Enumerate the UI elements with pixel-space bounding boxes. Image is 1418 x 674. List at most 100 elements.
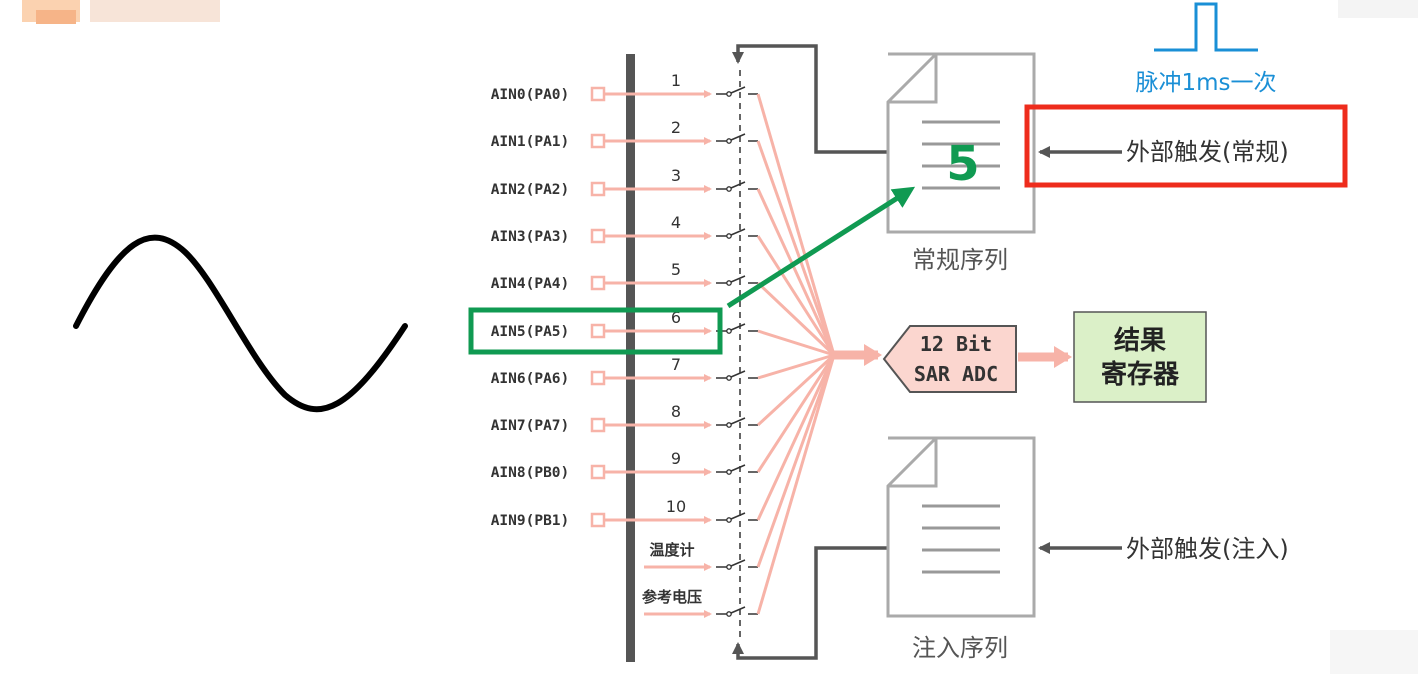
- channel-number: 9: [671, 449, 681, 468]
- fan-in-line: [756, 354, 836, 568]
- switch-contact: [726, 233, 732, 239]
- input-label: AIN3(PA3): [491, 229, 570, 245]
- injected-trigger-label: 外部触发(注入): [1126, 535, 1289, 563]
- input-label: AIN2(PA2): [491, 182, 570, 198]
- input-pin: [590, 464, 606, 480]
- fan-in-line: [756, 353, 836, 427]
- channel-number: 7: [671, 355, 681, 374]
- channel-number: 3: [671, 166, 681, 185]
- regular-feedback-line: [732, 44, 888, 154]
- switch-blade: [730, 370, 746, 378]
- input-row: AIN9(PB1) 10: [491, 497, 758, 529]
- input-bus-bar: [626, 54, 635, 662]
- fan-in-line: [756, 354, 836, 473]
- switch-blade: [730, 181, 746, 189]
- fan-in-line: [756, 93, 836, 356]
- input-label: AIN8(PB0): [491, 465, 570, 481]
- switch-blade: [730, 86, 746, 94]
- input-row: AIN1(PA1) 2: [491, 118, 758, 150]
- regular-sequence-document-icon: [886, 52, 1036, 234]
- green-selection-arrow: [726, 186, 916, 309]
- input-row: AIN5(PA5) 6: [491, 308, 758, 340]
- channel-number: 10: [666, 497, 686, 516]
- input-pin: [590, 86, 606, 102]
- adc-block: [882, 325, 1017, 393]
- switch-blade: [730, 323, 746, 331]
- switch-contact: [726, 138, 732, 144]
- input-pin: [590, 370, 606, 386]
- pulse-waveform-icon: [1154, 2, 1258, 52]
- input-label: AIN7(PA7): [491, 418, 570, 434]
- input-row: AIN7(PA7)8: [491, 402, 758, 434]
- input-pin: [590, 228, 606, 244]
- pulse-label: 脉冲1ms一次: [1135, 70, 1276, 96]
- switch-contact: [726, 280, 732, 286]
- internal-input-row: 温度计: [644, 541, 758, 571]
- adc-label-line1: 12 Bit: [920, 332, 992, 356]
- input-pin: [590, 512, 606, 528]
- channel-number: 6: [671, 308, 681, 327]
- switch-blade: [730, 228, 746, 236]
- channel-number: 4: [671, 213, 681, 232]
- switch-blade: [730, 464, 746, 472]
- switch-contact: [726, 564, 732, 570]
- sine-wave-icon: [73, 234, 408, 413]
- input-pin: [590, 275, 606, 291]
- result-register-line1: 结果: [1114, 326, 1166, 356]
- input-label: AIN1(PA1): [491, 134, 570, 150]
- switch-contact: [726, 469, 732, 475]
- switch-blade: [730, 606, 746, 614]
- input-label: AIN9(PB1): [491, 513, 570, 529]
- channel-number: 5: [671, 260, 681, 279]
- input-row: AIN2(PA2) 3: [491, 166, 758, 198]
- fan-in-line: [756, 140, 836, 356]
- regular-trigger-highlight: [1024, 104, 1348, 188]
- blurred-header-decoration: [22, 0, 1418, 674]
- input-row: AIN8(PB0) 9: [491, 449, 758, 481]
- input-label: AIN6(PA6): [491, 371, 570, 387]
- switch-blade: [730, 133, 746, 141]
- switch-contact: [726, 611, 732, 617]
- fan-in-line: [756, 354, 836, 615]
- regular-sequence-label: 常规序列: [912, 246, 1008, 274]
- input-label: AIN4(PA4): [491, 276, 570, 292]
- switch-contact: [726, 422, 732, 428]
- switch-contact: [726, 375, 732, 381]
- switch-contact: [726, 328, 732, 334]
- fan-in-line: [757, 329, 835, 357]
- input-pin: [590, 323, 606, 339]
- adc-label-line2: SAR ADC: [914, 362, 998, 386]
- input-label: AIN0(PA0): [491, 87, 570, 103]
- fan-in-line: [756, 235, 836, 356]
- input-label: AIN5(PA5): [491, 324, 570, 340]
- input-pin: [590, 417, 606, 433]
- regular-trigger-label: 外部触发(常规): [1126, 138, 1289, 166]
- internal-input-label: 参考电压: [642, 588, 702, 606]
- fan-in-line: [756, 354, 836, 521]
- internal-input-label: 温度计: [649, 541, 694, 559]
- injected-feedback-line: [732, 546, 888, 660]
- switch-blade: [730, 512, 746, 520]
- switch-blade: [730, 417, 746, 425]
- input-row: AIN4(PA4) 5: [491, 260, 758, 292]
- input-pin: [590, 133, 606, 149]
- injected-sequence-document-icon: [886, 436, 1036, 618]
- channel-number: 2: [671, 118, 681, 137]
- result-register-line2: 寄存器: [1101, 359, 1180, 390]
- internal-input-row: 参考电压: [642, 588, 758, 618]
- input-row: AIN6(PA6) 7: [491, 355, 758, 387]
- channel-number: 1: [671, 71, 681, 90]
- switch-contact: [726, 186, 732, 192]
- switch-blade: [730, 559, 746, 567]
- regular-sequence-value: 5: [946, 136, 979, 192]
- input-pin: [590, 181, 606, 197]
- switch-blade: [730, 275, 746, 283]
- selected-input-highlight: [468, 307, 723, 355]
- switch-contact: [726, 91, 732, 97]
- switch-contact: [726, 517, 732, 523]
- result-register-box: [1073, 311, 1207, 403]
- input-row: AIN0(PA0) 1: [491, 71, 758, 103]
- input-row: AIN3(PA3) 4: [491, 213, 758, 245]
- fan-in-line: [756, 188, 836, 356]
